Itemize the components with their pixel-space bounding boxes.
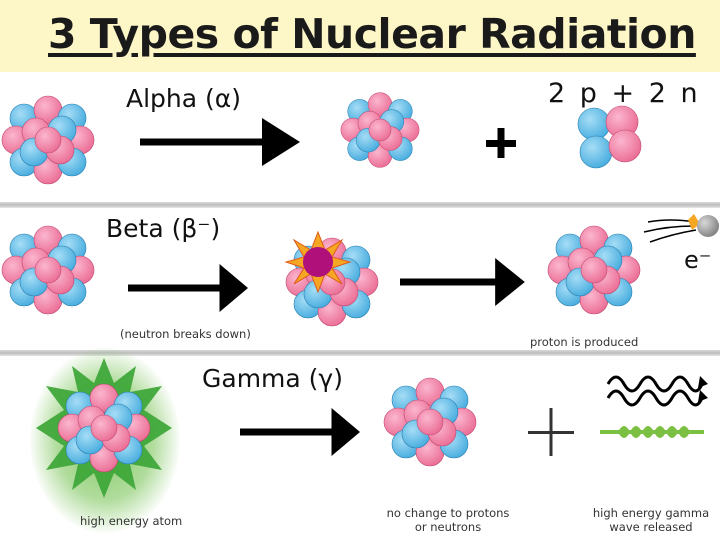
gamma-caption-wave: high energy gamma wave released [582, 506, 720, 534]
parent-nucleus-icon [1, 95, 95, 185]
high-energy-nucleus-icon [57, 383, 151, 473]
gamma-caption-middle: no change to protons or neutrons [368, 506, 528, 534]
page-title: 3 Types of Nuclear Radiation [48, 10, 696, 58]
divider [0, 350, 720, 356]
parent-nucleus-icon [1, 225, 95, 315]
electron-icon [643, 214, 719, 243]
arrow-right-icon [140, 118, 300, 166]
caption-line: high energy gamma [592, 506, 710, 520]
beta-caption-right: proton is produced [530, 335, 639, 349]
alpha-label: Alpha (α) [126, 84, 242, 113]
stable-nucleus-icon [383, 377, 477, 467]
plus-icon [528, 408, 574, 456]
gamma-wave-icon [600, 375, 708, 438]
arrow-right-icon [400, 258, 525, 306]
alpha-emission-label: 2 p + 2 n [548, 78, 701, 109]
title-band [0, 0, 720, 72]
beta-label: Beta (β⁻) [106, 214, 221, 243]
divider [0, 202, 720, 208]
arrow-right-icon [240, 408, 360, 456]
caption-line: or neutrons [414, 520, 482, 534]
gamma-caption-atom: high energy atom [80, 514, 183, 528]
electron-label: e⁻ [684, 246, 712, 274]
caption-line: no change to protons [386, 506, 510, 520]
daughter-nucleus-icon [340, 92, 420, 168]
arrow-right-icon [128, 264, 248, 312]
gamma-label: Gamma (γ) [202, 364, 343, 393]
beta-caption-left: (neutron breaks down) [120, 327, 251, 341]
daughter-nucleus-icon [547, 225, 641, 315]
caption-line: wave released [609, 520, 693, 534]
alpha-particle-icon [577, 105, 642, 169]
burst-icon [284, 230, 352, 294]
plus-icon [486, 128, 516, 158]
